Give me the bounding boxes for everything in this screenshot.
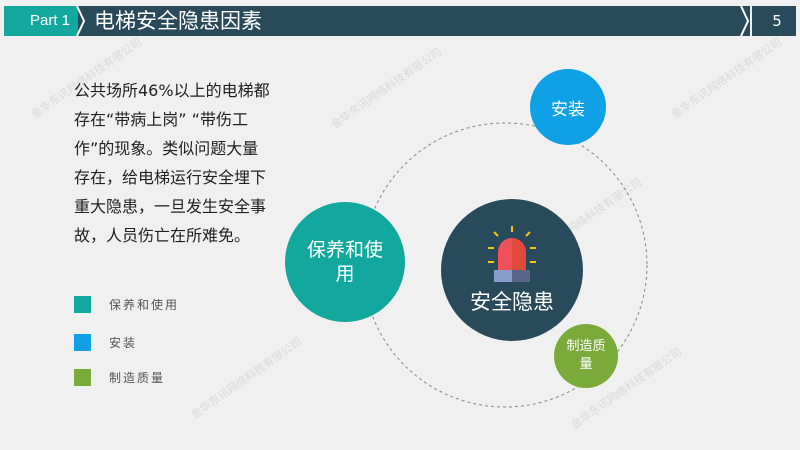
chevron-divider-icon	[76, 6, 86, 36]
legend-swatch	[74, 334, 91, 351]
maintain-label: 保养和使用	[306, 239, 383, 285]
install-label: 安装	[551, 99, 585, 120]
legend-item: 保养和使用	[74, 296, 179, 313]
legend-label: 保养和使用	[109, 298, 180, 312]
legend-item: 制造质量	[74, 369, 165, 386]
part-label: Part 1	[4, 6, 84, 36]
legend-label: 安装	[109, 336, 138, 350]
chevron-divider-icon	[740, 6, 750, 36]
center-label: 安全隐患	[470, 290, 554, 314]
page-title: 电梯安全隐患因素	[78, 6, 750, 36]
page-number: 5	[752, 6, 796, 36]
legend-swatch	[74, 296, 91, 313]
legend-item: 安装	[74, 334, 137, 351]
legend-label: 制造质量	[109, 371, 166, 385]
maintain-circle: 保养和使用	[285, 202, 405, 322]
center-hazard-circle: 安全隐患	[441, 199, 583, 341]
install-circle: 安装	[530, 69, 606, 145]
alarm-light-icon	[488, 226, 536, 282]
manufacture-label: 制造质量	[566, 339, 606, 372]
manufacture-circle: 制造质量	[554, 324, 618, 388]
description-text: 公共场所46%以上的电梯都存在“带病上岗” “带伤工作”的现象。类似问题大量存在…	[74, 81, 270, 245]
legend-swatch	[74, 369, 91, 386]
